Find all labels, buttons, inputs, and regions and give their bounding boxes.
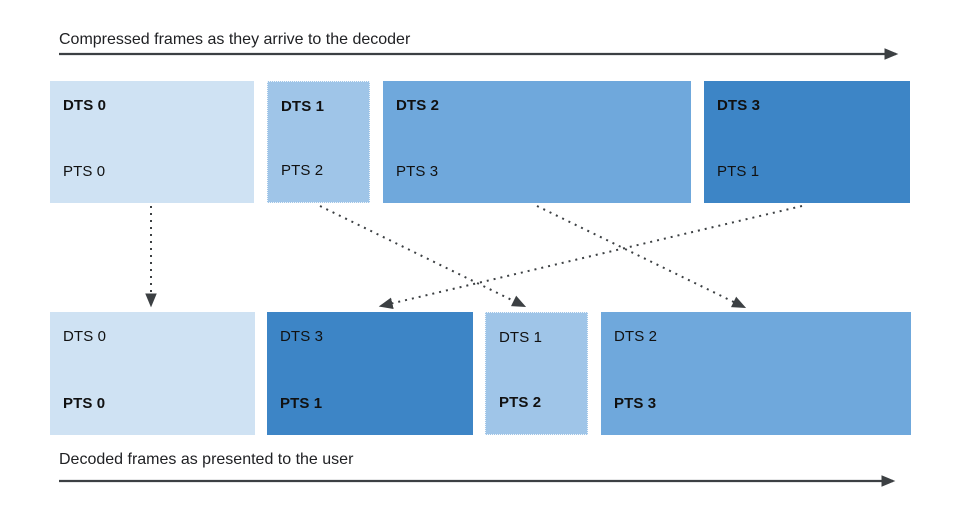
- bottom-axis-label: Decoded frames as presented to the user: [59, 451, 354, 468]
- pts-label: PTS 0: [63, 395, 106, 412]
- decoded-frame-pts3: DTS 2 PTS 3: [601, 312, 911, 435]
- compressed-frame-dts0: DTS 0 PTS 0: [50, 81, 254, 203]
- dts-label: DTS 3: [280, 328, 324, 345]
- compressed-frame-dts2: DTS 2 PTS 3: [383, 81, 691, 203]
- compressed-frame-dts3: DTS 3 PTS 1: [704, 81, 910, 203]
- pts-label: PTS 2: [281, 162, 324, 179]
- pts-label: PTS 2: [499, 394, 542, 411]
- pts-label: PTS 1: [280, 395, 323, 412]
- dts-label: DTS 2: [396, 97, 440, 114]
- dts-label: DTS 2: [614, 328, 658, 345]
- pts-label: PTS 0: [63, 163, 106, 180]
- pts-label: PTS 3: [396, 163, 439, 180]
- connector-frame2-to-pts3: [536, 205, 747, 309]
- dts-label: DTS 0: [63, 328, 107, 345]
- top-axis-label: Compressed frames as they arrive to the …: [59, 31, 411, 48]
- pts-label: PTS 3: [614, 395, 657, 412]
- dts-label: DTS 1: [281, 98, 325, 115]
- dts-label: DTS 3: [717, 97, 761, 114]
- dts-label: DTS 1: [499, 329, 543, 346]
- dts-label: DTS 0: [63, 97, 107, 114]
- decoded-frame-pts0: DTS 0 PTS 0: [50, 312, 255, 435]
- compressed-frame-dts1: DTS 1 PTS 2: [267, 81, 370, 203]
- connector-frame1-to-pts2: [319, 205, 527, 308]
- decoded-frame-pts2: DTS 1 PTS 2: [485, 312, 588, 435]
- connector-frame3-to-pts1: [378, 205, 803, 309]
- decoded-frame-pts1: DTS 3 PTS 1: [267, 312, 473, 435]
- pts-label: PTS 1: [717, 163, 760, 180]
